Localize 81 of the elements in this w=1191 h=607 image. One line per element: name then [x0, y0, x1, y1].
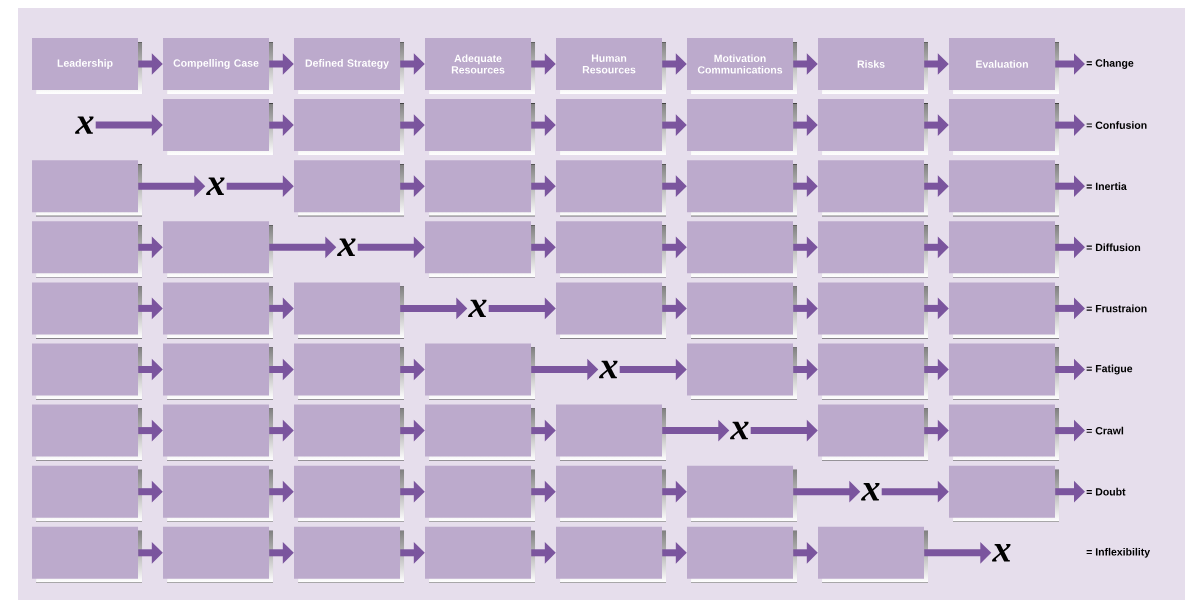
x-mark: x	[599, 360, 618, 379]
process-box	[294, 404, 404, 461]
process-box	[687, 343, 797, 400]
process-box	[556, 404, 666, 461]
process-box: Risks	[818, 38, 928, 94]
process-box	[163, 526, 273, 583]
process-box: Leadership	[32, 38, 142, 94]
process-box	[32, 160, 142, 217]
process-box	[425, 99, 535, 156]
process-box: Compelling Case	[163, 38, 273, 94]
process-box	[818, 221, 928, 278]
result-text: = Change	[1086, 59, 1134, 69]
process-box	[294, 343, 404, 400]
result-text: = Crawl	[1086, 426, 1124, 435]
result-text: = Confusion	[1086, 121, 1147, 129]
process-box	[294, 282, 404, 339]
process-box	[687, 282, 797, 339]
x-mark: x	[206, 177, 225, 195]
x-mark: x	[337, 238, 356, 256]
process-box	[425, 465, 535, 522]
process-box	[818, 160, 928, 217]
process-box	[294, 99, 404, 156]
process-box	[687, 465, 797, 522]
process-box	[32, 343, 142, 400]
process-box	[949, 221, 1059, 278]
process-box	[425, 526, 535, 583]
process-box	[818, 526, 928, 583]
process-box	[163, 221, 273, 278]
process-box	[425, 404, 535, 461]
process-box	[687, 526, 797, 583]
process-box	[949, 160, 1059, 217]
process-box	[32, 465, 142, 522]
x-mark: x	[992, 544, 1011, 562]
result-text: = Inflexibility	[1086, 547, 1151, 558]
process-box	[163, 99, 273, 156]
process-box	[818, 343, 928, 400]
process-box: Evaluation	[949, 38, 1059, 94]
x-mark: x	[468, 299, 487, 318]
process-box	[294, 526, 404, 583]
process-box	[949, 282, 1059, 339]
process-box	[556, 465, 666, 522]
process-box: Human Resources	[556, 38, 666, 94]
process-box	[818, 404, 928, 461]
process-box	[687, 99, 797, 156]
process-box	[556, 160, 666, 217]
process-box	[294, 160, 404, 217]
x-mark: x	[75, 116, 94, 134]
process-box	[163, 404, 273, 461]
process-box	[425, 343, 535, 400]
process-box	[556, 221, 666, 278]
process-box	[556, 526, 666, 583]
process-box	[425, 160, 535, 217]
process-box	[949, 343, 1059, 400]
process-box	[687, 221, 797, 278]
process-box	[163, 343, 273, 400]
process-box	[425, 221, 535, 278]
process-box: Motivation Communications	[687, 38, 797, 94]
result-text: = Diffusion	[1086, 243, 1141, 252]
process-box	[163, 282, 273, 339]
process-box	[556, 99, 666, 156]
result-text: = Doubt	[1086, 487, 1126, 496]
process-box	[32, 282, 142, 339]
process-box	[687, 160, 797, 217]
process-box	[32, 221, 142, 278]
process-box	[818, 282, 928, 339]
process-box	[294, 465, 404, 522]
process-box	[818, 99, 928, 156]
x-mark: x	[861, 482, 880, 501]
result-text: = Frustraion	[1086, 304, 1147, 313]
process-box	[556, 282, 666, 339]
process-box: Adequate Resources	[425, 38, 535, 94]
result-text: = Fatigue	[1086, 364, 1133, 375]
process-box	[949, 404, 1059, 461]
result-text: = Inertia	[1086, 182, 1127, 191]
process-box	[32, 526, 142, 583]
process-box	[32, 404, 142, 461]
process-box	[949, 465, 1059, 522]
process-box	[949, 99, 1059, 156]
x-mark: x	[730, 421, 749, 440]
process-box: Defined Strategy	[294, 38, 404, 94]
process-box	[163, 465, 273, 522]
